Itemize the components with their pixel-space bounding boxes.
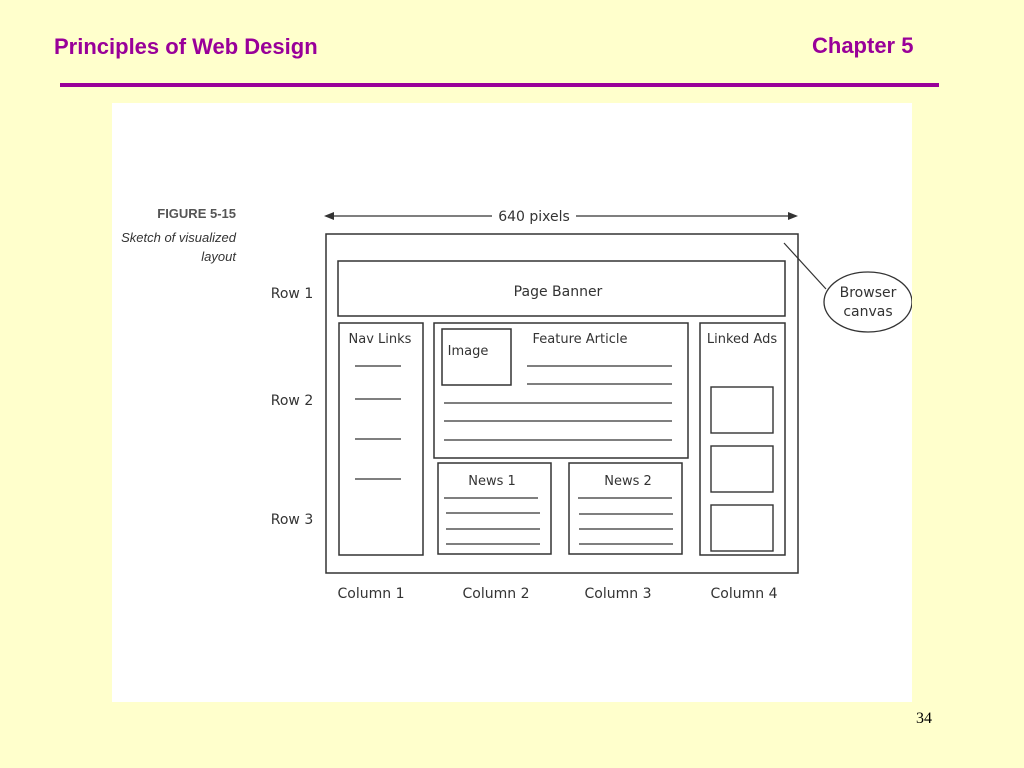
slide-title: Principles of Web Design (54, 34, 318, 59)
news-1-lines (444, 497, 540, 545)
ad-slots (710, 386, 774, 552)
arrow-right-head (788, 212, 798, 220)
figure-caption-line2: layout (201, 249, 237, 264)
browser-canvas-box (325, 233, 799, 574)
nav-links-label: Nav Links (349, 332, 412, 347)
callout-text-line2: canvas (843, 304, 892, 320)
feature-article-lines (444, 365, 672, 441)
row-label-1: Row 1 (271, 286, 313, 302)
news-2-lines (578, 497, 673, 545)
news-1-box (437, 462, 552, 555)
linked-ads-label: Linked Ads (707, 332, 777, 347)
row-label-2: Row 2 (271, 393, 313, 409)
image-box (441, 328, 512, 386)
column-label-3: Column 3 (585, 586, 652, 602)
figure-caption-line1: Sketch of visualized (121, 230, 237, 245)
arrow-left-head (324, 212, 334, 220)
news-1-label: News 1 (468, 474, 516, 489)
width-label: 640 pixels (498, 209, 570, 225)
page-banner-box (337, 260, 786, 317)
nav-links-box (338, 322, 424, 556)
linked-ads-box (699, 322, 786, 556)
figure-number: FIGURE 5-15 (157, 206, 236, 221)
layout-sketch: FIGURE 5-15 Sketch of visualized layout … (121, 206, 912, 602)
image-label: Image (448, 344, 489, 359)
row-label-3: Row 3 (271, 512, 313, 528)
chapter-label: Chapter 5 (812, 33, 914, 58)
feature-article-label: Feature Article (533, 332, 628, 347)
page-number: 34 (916, 710, 932, 727)
feature-article-box (433, 322, 689, 459)
page-banner-label: Page Banner (514, 284, 603, 300)
column-label-4: Column 4 (711, 586, 778, 602)
figure-panel: FIGURE 5-15 Sketch of visualized layout … (112, 103, 912, 702)
callout-ellipse (823, 271, 912, 333)
callout-leader-line (783, 242, 827, 290)
column-label-1: Column 1 (338, 586, 405, 602)
nav-link-lines (355, 365, 401, 480)
callout-text-line1: Browser (840, 285, 897, 301)
news-2-label: News 2 (604, 474, 652, 489)
news-2-box (568, 462, 683, 555)
column-label-2: Column 2 (463, 586, 530, 602)
title-divider (60, 83, 939, 87)
